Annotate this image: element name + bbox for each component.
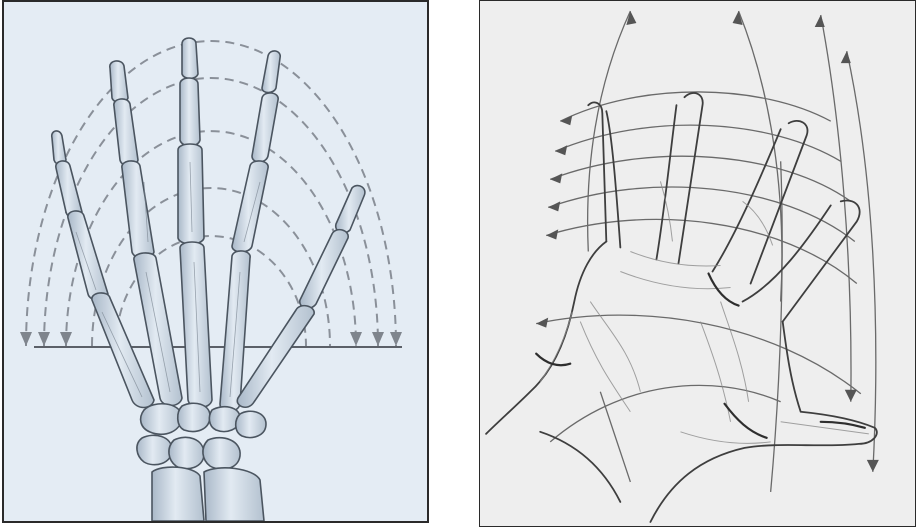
ring-distal-phalanx [110,61,128,103]
hand-sketch-drawing [480,1,915,526]
hand-pencil-sketch [479,0,916,527]
ring-proximal-phalanx [122,161,154,258]
scaphoid-bone [203,438,240,469]
thumb-proximal-phalanx [300,230,348,309]
index-distal-phalanx [262,51,280,93]
radius-bone [204,468,264,521]
skeletal-hand-illustration [2,0,429,523]
middle-distal-phalanx [182,38,198,79]
index-proximal-phalanx [232,161,268,252]
little-distal-phalanx [52,131,66,165]
middle-middle-phalanx [180,78,200,146]
hamate-bone [141,404,182,435]
capitate-bone [178,403,210,431]
little-middle-phalanx [56,161,82,218]
middle-metacarpal [180,242,212,408]
ulna-bone [152,467,204,521]
thumb-metacarpal [237,306,314,408]
motion-arcs [26,41,396,346]
arc-arrowheads [20,332,402,346]
trapezium-bone [236,411,266,437]
skeletal-hand-drawing [4,2,427,521]
lunate-bone [169,437,204,468]
triquetrum-bone [137,435,172,464]
little-proximal-phalanx [68,211,108,300]
hand-bones [52,38,365,521]
